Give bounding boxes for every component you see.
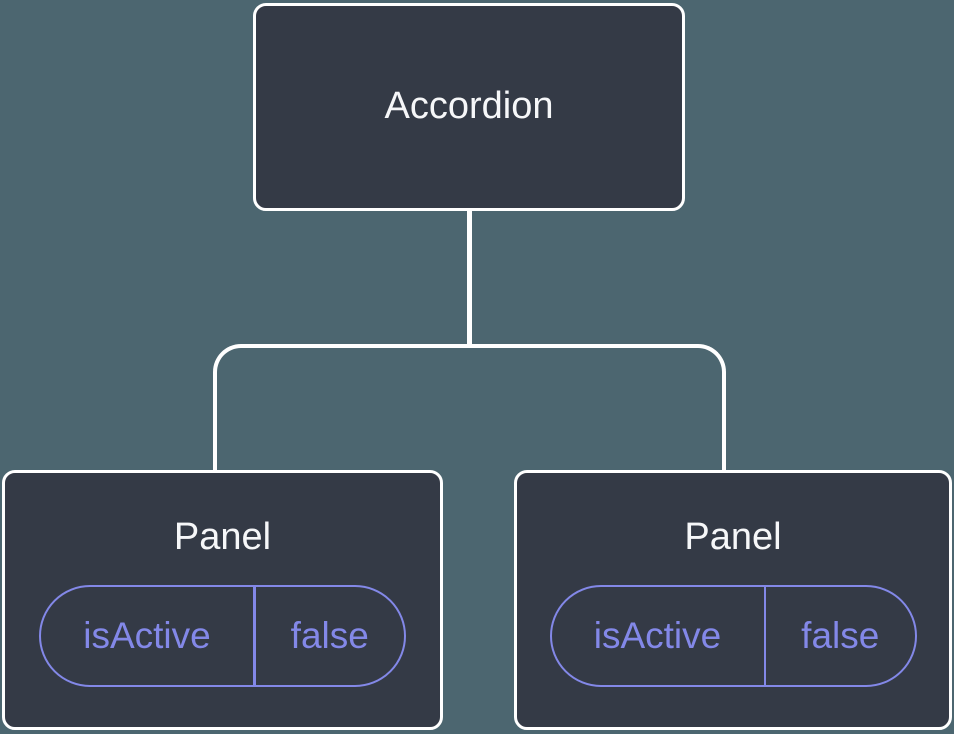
- state-value: false: [801, 614, 880, 656]
- component-node-panel-2: Panel isActive false: [514, 470, 952, 730]
- state-pill: isActive false: [39, 584, 406, 687]
- connector-stem: [467, 209, 472, 348]
- state-value: false: [290, 614, 369, 656]
- connector-bracket: [213, 344, 726, 470]
- state-name: isActive: [83, 614, 211, 656]
- accordion-node-label: Accordion: [384, 85, 554, 128]
- state-name: isActive: [593, 614, 722, 656]
- component-node-panel-1: Panel isActive false: [2, 470, 443, 730]
- panel-node-label: Panel: [684, 516, 782, 558]
- component-node-accordion: Accordion: [253, 3, 685, 211]
- state-pill: isActive false: [549, 584, 917, 687]
- pill-divider: [253, 586, 256, 685]
- panel-node-label: Panel: [173, 516, 272, 558]
- pill-divider: [763, 586, 766, 685]
